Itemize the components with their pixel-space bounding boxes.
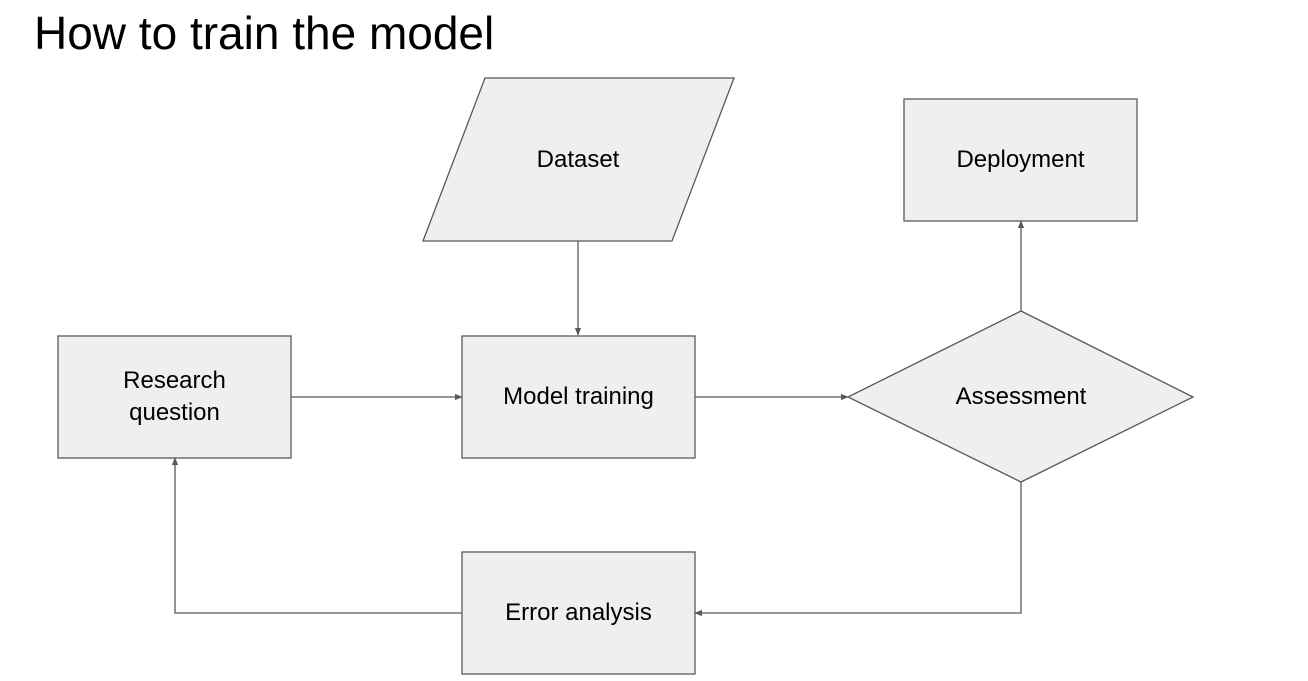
research-question-node-shape (57, 335, 292, 459)
deployment-label: Deployment (956, 146, 1085, 173)
dataset-node-shape (422, 77, 735, 242)
page-title: How to train the model (34, 7, 495, 59)
error-analysis-node-shape (461, 551, 696, 675)
model-training-label: Model training (503, 383, 654, 410)
research-question-label: Research question (123, 367, 226, 426)
error-analysis-label: Error analysis (505, 599, 652, 626)
edge-assessment-to-error-analysis (694, 482, 1022, 617)
assessment-node-shape (846, 310, 1195, 483)
edge-error-analysis-to-research-question (171, 457, 462, 614)
dataset-label: Dataset (536, 146, 620, 173)
deployment-node-shape (903, 98, 1138, 222)
assessment-label: Assessment (955, 383, 1087, 410)
model-training-node-shape (461, 335, 696, 459)
